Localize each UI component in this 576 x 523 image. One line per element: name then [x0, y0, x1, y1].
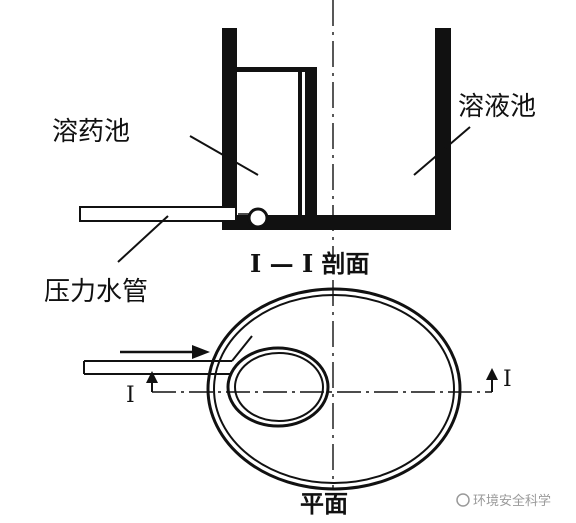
outer-tank-ring-outer — [206, 287, 462, 491]
inner-wall-inner-line — [298, 67, 302, 217]
plan-view: I I 平面 — [83, 280, 512, 518]
flow-arrow-head — [192, 345, 210, 359]
label-dosing-tank: 溶药池 — [52, 117, 130, 147]
leader-dosing-tank — [189, 135, 259, 176]
watermark-text: 环境安全科学 — [473, 493, 551, 509]
section-mark-left: I — [126, 383, 135, 408]
tank-bottom — [222, 215, 451, 230]
pipe-outlet-ring — [247, 207, 269, 229]
outer-tank-ring-inner — [213, 294, 455, 484]
inner-tank-ring-inner — [234, 352, 324, 422]
leader-solution-tank — [413, 126, 471, 176]
inner-wall-top — [237, 67, 317, 72]
section-title: I — I 剖面 — [250, 249, 370, 278]
inner-tank-ring-outer — [226, 346, 330, 428]
outer-wall-left — [222, 28, 237, 230]
label-solution-tank: 溶液池 — [458, 92, 536, 122]
section-mark-left-arrow — [146, 371, 158, 383]
watermark: 环境安全科学 — [456, 493, 551, 509]
pipe-plan-riser — [231, 335, 253, 362]
leader-pipe — [117, 215, 169, 263]
section-mark-right-arrow — [486, 368, 498, 380]
outer-wall-right — [435, 28, 451, 230]
label-pressure-water-pipe: 压力水管 — [44, 277, 148, 307]
watermark-logo-icon — [456, 493, 470, 507]
inner-wall-right — [305, 67, 317, 217]
pipe-section — [79, 206, 237, 222]
section-view: 溶药池 溶液池 压力水管 I — I 剖面 — [44, 0, 536, 307]
plan-title: 平面 — [300, 489, 348, 518]
section-mark-right: I — [503, 367, 512, 392]
